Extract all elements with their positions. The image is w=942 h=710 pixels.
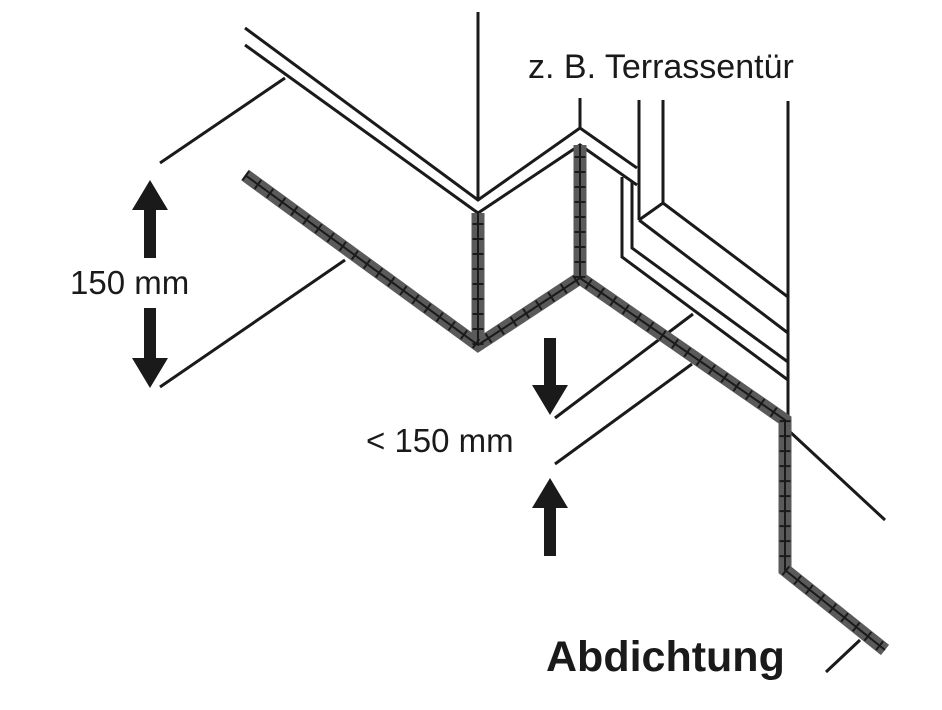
- dim-line: [159, 76, 286, 165]
- dim-line: [554, 362, 693, 466]
- upper-edge-inner: [244, 43, 638, 215]
- height-label-right: < 150 mm: [366, 422, 514, 459]
- height-label-left: 150 mm: [70, 264, 190, 301]
- waterproofing-label: Abdichtung: [546, 633, 785, 681]
- terrace-door: [620, 100, 790, 430]
- arrow-up-icon: [132, 180, 168, 258]
- leader-line: [824, 638, 862, 674]
- arrow-down-icon: [532, 338, 568, 415]
- waterproofing-membrane: [241, 145, 890, 656]
- arrow-down-icon: [132, 308, 168, 388]
- upper-edge-outer: [244, 26, 638, 202]
- arrow-up-icon: [532, 478, 568, 556]
- dim-line: [159, 258, 346, 389]
- lower-edge: [786, 428, 887, 522]
- door-label: z. B. Terrassentür: [528, 48, 794, 86]
- dim-line: [554, 312, 694, 420]
